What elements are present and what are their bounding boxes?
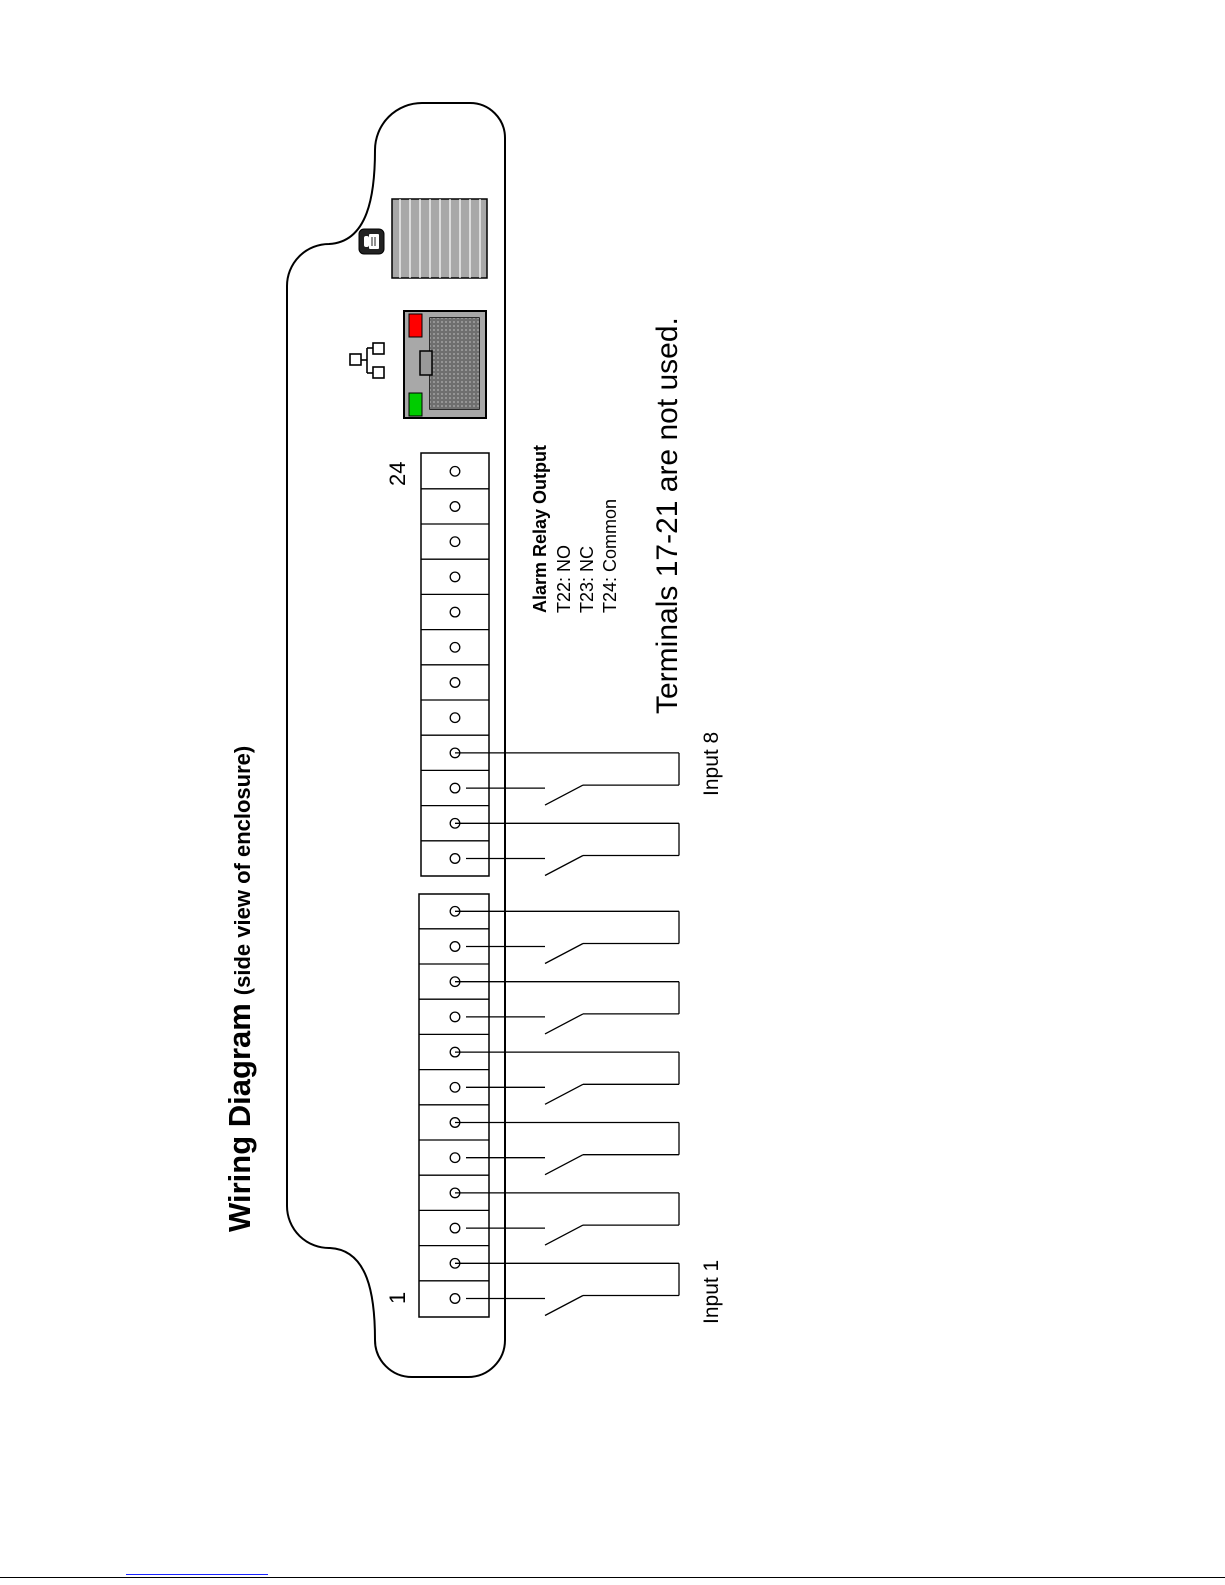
page-footer-rule [0,1577,1225,1578]
relay-line-common: T24: Common [600,499,620,613]
terminal-screw-24 [450,467,460,477]
terminal-screw-15 [450,783,460,793]
terminal-screw-9 [450,1012,460,1022]
terminal-screw-20 [450,607,460,617]
terminal-screw-21 [450,572,460,582]
terminal-screw-23 [450,502,460,512]
phone-port [392,199,487,278]
link-led [409,314,422,337]
diagram-title: Wiring Diagram(side view of enclosure) [222,746,257,1232]
terminal-1-label: 1 [385,1292,410,1304]
input-8-label: Input 8 [700,732,723,796]
terminal-screw-13 [450,854,460,864]
footer-link-underline [126,1574,268,1575]
unused-terminals-note: Terminals 17-21 are not used. [651,317,684,714]
terminal-screw-11 [450,942,460,952]
input-1-label: Input 1 [700,1260,723,1324]
enclosure-outline [287,103,505,1377]
relay-line-nc: T23: NC [577,546,597,613]
terminal-24-label: 24 [385,462,410,486]
relay-line-no: T22: NO [554,545,574,613]
terminal-screw-3 [450,1223,460,1233]
terminal-screw-7 [450,1083,460,1093]
terminal-screw-17 [450,713,460,723]
terminal-group-1-12 [419,894,489,1317]
terminal-screw-1 [450,1294,460,1304]
terminal-screw-22 [450,537,460,547]
terminal-screw-18 [450,678,460,688]
phone-icon [359,229,384,254]
terminal-block [419,453,489,1317]
terminal-screw-19 [450,643,460,653]
ethernet-port [404,311,486,418]
activity-led [409,393,422,416]
terminal-screw-5 [450,1153,460,1163]
network-icon [350,343,384,378]
relay-title: Alarm Relay Output [530,445,550,613]
